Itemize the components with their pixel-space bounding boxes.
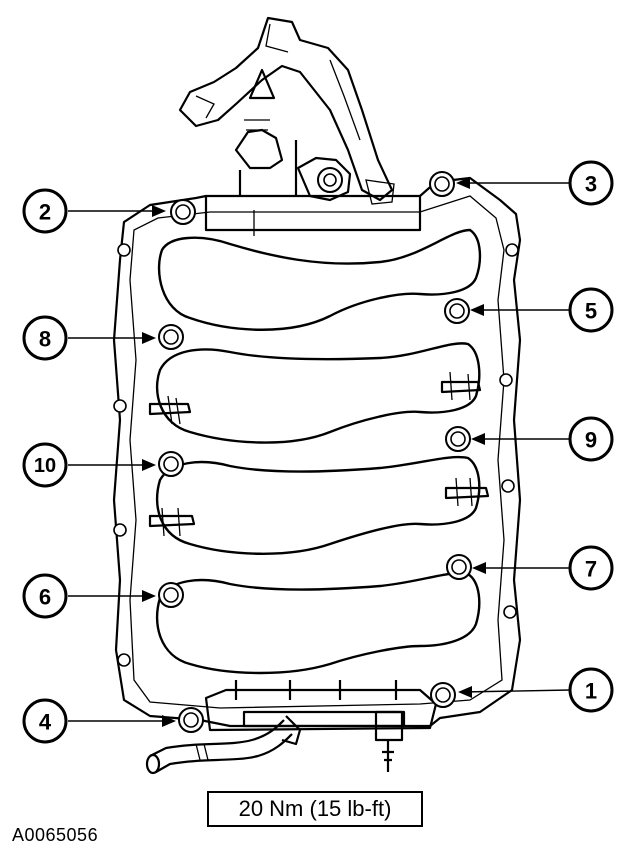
bolt-9 bbox=[445, 426, 471, 452]
callout-1-label: 1 bbox=[585, 679, 597, 704]
callout-8-label: 8 bbox=[39, 327, 51, 352]
callout-1: 1 bbox=[568, 667, 614, 713]
callout-6-label: 6 bbox=[39, 585, 51, 610]
callout-10: 10 bbox=[22, 442, 68, 488]
bolt-6 bbox=[158, 582, 184, 608]
leader-lines bbox=[68, 177, 571, 727]
bolt-8 bbox=[158, 324, 184, 350]
upper-bracket bbox=[178, 16, 395, 205]
callout-9: 9 bbox=[568, 416, 614, 462]
bolt-5 bbox=[444, 298, 470, 324]
callout-10-label: 10 bbox=[34, 455, 56, 477]
torque-spec-box: 20 Nm (15 lb-ft) bbox=[207, 791, 423, 827]
callout-9-label: 9 bbox=[585, 428, 597, 453]
torque-spec-text: 20 Nm (15 lb-ft) bbox=[238, 796, 392, 821]
callout-3-label: 3 bbox=[585, 172, 597, 197]
figure-id: A0065056 bbox=[12, 825, 99, 845]
callout-2: 2 bbox=[22, 188, 68, 234]
bolt-2 bbox=[170, 199, 196, 225]
callout-6: 6 bbox=[22, 573, 68, 619]
callout-5: 5 bbox=[568, 287, 614, 333]
callout-4: 4 bbox=[22, 698, 68, 744]
manifold-body bbox=[112, 176, 522, 775]
callout-7: 7 bbox=[568, 545, 614, 591]
callout-8: 8 bbox=[22, 315, 68, 361]
callout-5-label: 5 bbox=[585, 299, 597, 324]
bolt-7 bbox=[446, 554, 472, 580]
callout-2-label: 2 bbox=[39, 200, 51, 225]
bolt-4 bbox=[178, 707, 204, 733]
callout-4-label: 4 bbox=[39, 710, 52, 735]
bolt-10 bbox=[158, 451, 184, 477]
callout-7-label: 7 bbox=[585, 557, 597, 582]
bolt-3 bbox=[429, 171, 455, 197]
bolts bbox=[158, 171, 472, 733]
bolt-1 bbox=[430, 682, 456, 708]
callout-3: 3 bbox=[568, 160, 614, 206]
